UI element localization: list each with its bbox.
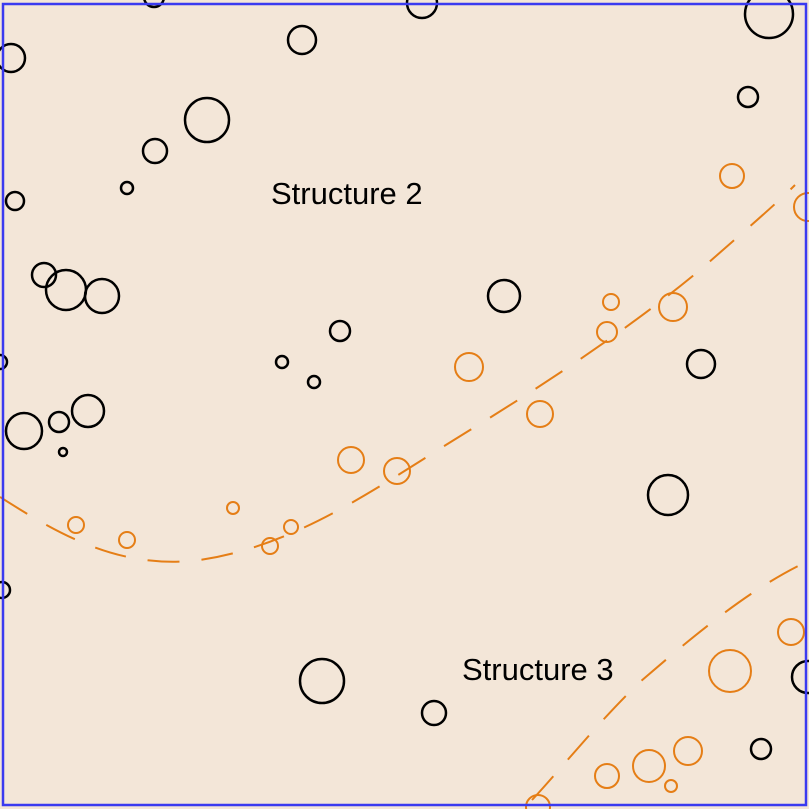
black-crater-1 <box>143 0 165 9</box>
black-crater-28 <box>790 659 809 695</box>
orange-crater-7 <box>526 400 554 428</box>
black-crater-17 <box>306 374 322 390</box>
orange-crater-19 <box>594 763 620 789</box>
black-crater-7 <box>183 96 231 144</box>
black-crater-29 <box>749 737 773 761</box>
black-crater-15 <box>328 319 352 343</box>
orange-crater-group <box>67 163 809 809</box>
orange-crater-6 <box>454 352 484 382</box>
orange-crater-12 <box>283 519 299 535</box>
orange-crater-1 <box>719 163 745 189</box>
black-crater-13 <box>83 277 121 315</box>
orange-crater-3 <box>602 293 620 311</box>
orange-crater-5 <box>596 321 618 343</box>
orange-crater-18 <box>632 749 666 783</box>
orange-crater-20 <box>664 779 678 793</box>
black-crater-3 <box>743 0 795 40</box>
black-crater-14 <box>486 278 522 314</box>
black-crater-18 <box>685 348 717 380</box>
black-crater-19 <box>0 353 9 371</box>
orange-crater-2 <box>793 192 809 222</box>
black-crater-9 <box>119 180 135 196</box>
orange-crater-21 <box>525 794 551 809</box>
black-crater-group <box>0 0 809 761</box>
black-crater-26 <box>298 657 346 705</box>
black-crater-22 <box>4 411 44 451</box>
structure-2-boundary <box>0 184 796 563</box>
orange-crater-10 <box>226 501 240 515</box>
orange-crater-11 <box>67 516 85 534</box>
black-crater-16 <box>274 354 290 370</box>
structure-2-label: Structure 2 <box>271 176 423 211</box>
orange-crater-15 <box>777 618 805 646</box>
orange-crater-17 <box>673 736 703 766</box>
black-crater-10 <box>4 190 26 212</box>
structure-3-label: Structure 3 <box>462 652 614 687</box>
black-crater-4 <box>0 42 27 74</box>
orange-crater-13 <box>118 531 136 549</box>
black-crater-21 <box>47 410 71 434</box>
black-crater-5 <box>286 24 318 56</box>
structure-boundaries <box>0 184 801 801</box>
black-crater-8 <box>141 137 169 165</box>
orange-crater-8 <box>337 446 365 474</box>
black-crater-6 <box>736 85 760 109</box>
black-crater-27 <box>420 699 448 727</box>
orange-crater-14 <box>261 537 279 555</box>
black-crater-23 <box>57 446 69 458</box>
black-crater-11 <box>30 261 58 289</box>
orange-crater-16 <box>708 649 752 693</box>
black-crater-20 <box>70 393 106 429</box>
black-crater-24 <box>646 473 690 517</box>
orange-crater-9 <box>383 457 411 485</box>
